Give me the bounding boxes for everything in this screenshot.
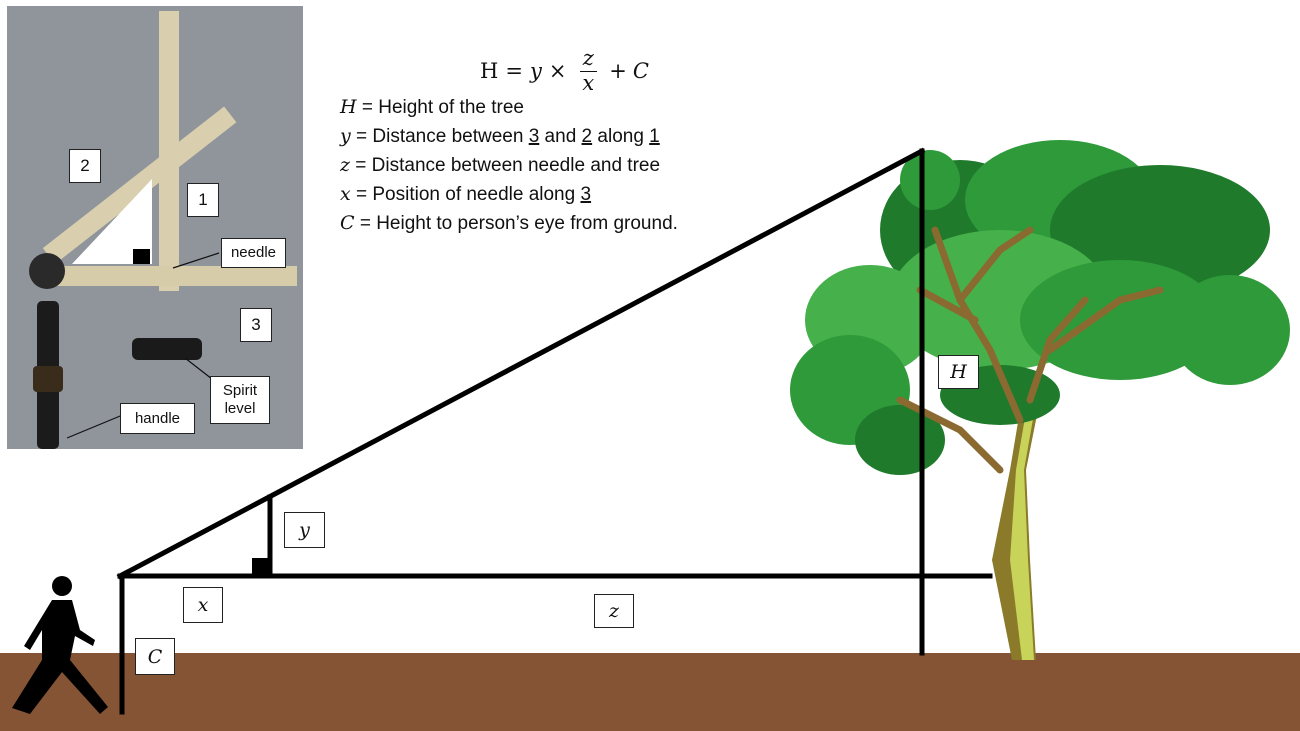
pivot-hub [29,253,65,289]
legend-symbol: H [340,96,357,118]
tree-foliage [790,140,1290,475]
label-C: C [135,638,175,675]
legend-row-y: y = Distance between 3 and 2 along 1 [340,122,678,151]
ruler-arm-2 [42,106,237,264]
legend-text: along [592,126,650,147]
formula-lhs: H [480,59,499,83]
formula-equals: = [505,59,523,83]
person-silhouette [12,576,108,714]
label-x: x [183,587,223,623]
ruler-arm-3 [47,266,297,286]
legend-ref: 3 [528,126,540,147]
legend-text: = Height of the tree [356,97,524,118]
legend-ref: 3 [580,184,592,205]
legend-symbol: y [340,125,351,147]
instrument-photo: 2 1 3 needle Spirit level handle [7,6,303,449]
label-spirit-level: Spirit level [210,376,270,424]
legend-symbol: z [340,154,351,176]
legend-text: = Distance between [350,126,529,147]
legend-row-C: C = Height to person’s eye from ground. [340,209,678,238]
label-arm-1: 1 [187,183,219,217]
legend-text: = Distance between needle and tree [350,155,661,176]
label-needle: needle [221,238,286,268]
legend-text: and [539,126,582,147]
legend-row-x: x = Position of needle along 3 [340,180,678,209]
right-angle-marker [252,558,270,576]
needle-arrow [172,252,220,269]
legend-ref: 2 [581,126,593,147]
formula-fraction-denominator: x [582,70,595,95]
label-handle: handle [120,403,195,434]
label-y: y [284,512,325,548]
legend-text: = Position of needle along [350,184,581,205]
spirit-level-arrow [184,357,213,380]
tree [790,140,1290,660]
line-of-sight [116,147,926,580]
handle-collar [33,366,63,392]
tree-trunk-highlight [1010,400,1036,660]
spirit-level [132,338,202,360]
formula-plus: + [609,59,627,83]
white-triangle [72,179,152,264]
formula-times: × [548,59,567,83]
formula-C: C [632,59,649,83]
formula-fraction: z x [579,47,597,94]
height-formula: H = y × z x + C [480,36,649,106]
handle-arrow [66,413,126,439]
label-H: H [938,355,979,389]
legend-symbol: x [340,183,351,205]
label-arm-3: 3 [240,308,272,342]
ground [0,653,1300,731]
legend-ref: 1 [649,126,660,147]
label-z: z [594,594,634,628]
photo-right-angle-marker [133,249,150,264]
legend-row-H: H = Height of the tree [340,93,678,122]
legend-text: = Height to person’s eye from ground. [354,213,678,234]
legend-row-z: z = Distance between needle and tree [340,151,678,180]
variable-legend: H = Height of the tree y = Distance betw… [340,93,678,238]
legend-symbol: C [340,212,355,234]
label-arm-2: 2 [69,149,101,183]
formula-fraction-numerator: z [579,47,597,72]
formula-y: y [529,59,542,83]
